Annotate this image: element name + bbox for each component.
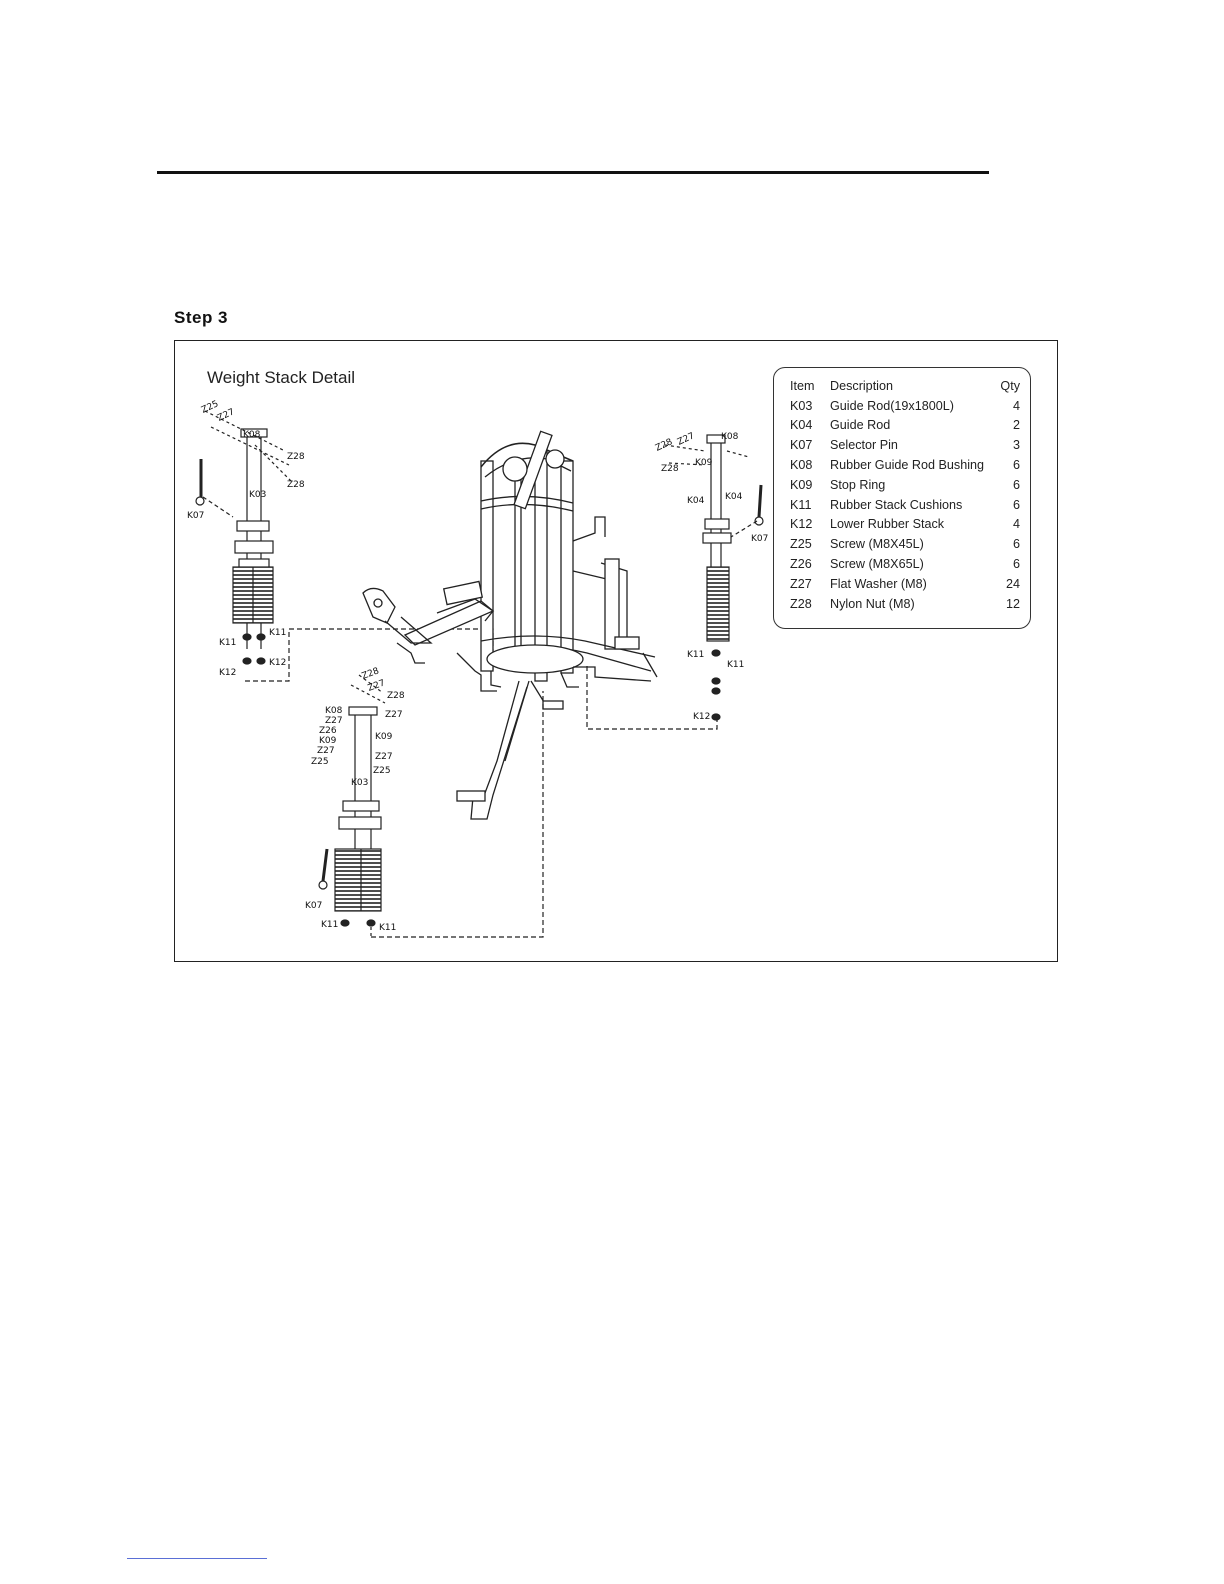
part-qty: 6	[1012, 458, 1020, 473]
footer-link-underline[interactable]	[127, 1558, 267, 1559]
label-z28-b: Z28	[287, 480, 305, 490]
label-k12-b: K12	[269, 658, 286, 668]
bottom-stack-leader	[371, 691, 544, 938]
part-item: Z27	[790, 576, 812, 591]
right-weight-stack	[664, 434, 764, 721]
left-weight-stack	[195, 410, 294, 665]
part-description: Lower Rubber Stack	[830, 517, 945, 532]
part-qty: 4	[1012, 517, 1020, 532]
label-k07-r: K07	[751, 534, 768, 544]
part-item: K09	[790, 477, 813, 492]
label-k08-r: K08	[721, 432, 739, 442]
part-description: Rubber Stack Cushions	[830, 497, 963, 512]
label-k09-bot: K09	[319, 736, 337, 746]
assembly-figure: Z25 Z27 K08 Z28 Z28 K03 K07 K11 K11 K12 …	[174, 340, 1058, 962]
table-row: K07 Selector Pin 3	[790, 435, 1020, 455]
parts-table-header: Item Description Qty	[790, 376, 1020, 396]
part-description: Selector Pin	[830, 438, 898, 453]
label-k07: K07	[187, 511, 204, 521]
part-description: Guide Rod	[830, 418, 891, 433]
machine-frame	[362, 430, 658, 820]
label-k03: K03	[249, 490, 266, 500]
label-k11-r-b: K11	[727, 660, 744, 670]
label-z27-bot-d: Z27	[317, 746, 335, 756]
label-k08: K08	[243, 430, 261, 440]
table-row: K04 Guide Rod 2	[790, 416, 1020, 436]
header-item: Item	[790, 378, 815, 393]
part-item: K08	[790, 458, 813, 473]
label-z27: Z27	[216, 407, 236, 424]
part-description: Nylon Nut (M8)	[830, 596, 915, 611]
label-z28-bot-b: Z28	[387, 691, 405, 701]
part-item: K11	[790, 497, 812, 512]
table-row: K03 Guide Rod(19x1800L) 4	[790, 396, 1020, 416]
table-row: K08 Rubber Guide Rod Bushing 6	[790, 455, 1020, 475]
label-k07-bot: K07	[305, 901, 322, 911]
part-qty: 6	[1012, 477, 1020, 492]
table-row: K12 Lower Rubber Stack 4	[790, 515, 1020, 535]
part-item: K12	[790, 517, 813, 532]
label-k11-r: K11	[687, 650, 704, 660]
part-qty: 6	[1012, 537, 1020, 552]
label-z28: Z28	[287, 452, 305, 462]
part-qty: 6	[1012, 557, 1020, 572]
label-z27-bot-b: Z27	[385, 710, 403, 720]
part-description: Guide Rod(19x1800L)	[830, 398, 954, 413]
part-qty: 12	[1005, 596, 1020, 611]
label-z25-bot-b: Z25	[373, 766, 391, 776]
label-k04-r: K04	[687, 496, 705, 506]
label-z27-bot-c: Z27	[325, 716, 343, 726]
label-k11-bot: K11	[321, 920, 338, 930]
step-title: Step 3	[174, 308, 229, 327]
label-z27-bot: Z27	[367, 678, 387, 693]
label-z27-r: Z27	[676, 431, 696, 448]
label-z27-bot-e: Z27	[375, 752, 393, 762]
label-k09-r: K09	[695, 458, 713, 468]
part-item: Z25	[790, 537, 812, 552]
part-description: Stop Ring	[830, 477, 886, 492]
parts-table: Item Description Qty K03 Guide Rod(19x180…	[773, 367, 1031, 629]
part-item: K04	[790, 418, 813, 433]
top-rule	[157, 171, 989, 174]
assembly-diagram: Z25 Z27 K08 Z28 Z28 K03 K07 K11 K11 K12 …	[187, 399, 768, 938]
part-description: Screw (M8X65L)	[830, 557, 924, 572]
label-k12-r: K12	[693, 712, 710, 722]
table-row: K09 Stop Ring 6	[790, 475, 1020, 495]
label-k03-bot: K03	[351, 778, 368, 788]
detail-title: Weight Stack Detail	[207, 368, 356, 387]
label-z26-bot: Z26	[319, 726, 337, 736]
label-z25-bot: Z25	[311, 757, 329, 767]
label-k11-b: K11	[269, 628, 286, 638]
label-k11: K11	[219, 638, 236, 648]
part-description: Screw (M8X45L)	[830, 537, 924, 552]
part-item: Z28	[790, 596, 812, 611]
label-k09-bot-b: K09	[375, 732, 393, 742]
label-k08-bot: K08	[325, 706, 343, 716]
part-item: K03	[790, 398, 813, 413]
table-row: Z27 Flat Washer (M8) 24	[790, 574, 1020, 594]
part-description: Flat Washer (M8)	[830, 576, 927, 591]
part-description: Rubber Guide Rod Bushing	[830, 458, 985, 473]
part-qty: 6	[1012, 497, 1020, 512]
bottom-weight-stack	[318, 674, 386, 927]
table-row: Z28 Nylon Nut (M8) 12	[790, 594, 1020, 614]
part-item: Z26	[790, 557, 812, 572]
label-z28-r-b: Z28	[661, 464, 679, 474]
label-k12: K12	[219, 668, 236, 678]
header-description: Description	[830, 378, 893, 393]
table-row: K11 Rubber Stack Cushions 6	[790, 495, 1020, 515]
part-qty: 4	[1012, 398, 1020, 413]
part-qty: 3	[1012, 438, 1020, 453]
part-qty: 2	[1012, 418, 1020, 433]
part-qty: 24	[1005, 576, 1020, 591]
part-item: K07	[790, 438, 813, 453]
header-qty: Qty	[1000, 378, 1020, 393]
label-k04-r-b: K04	[725, 492, 743, 502]
label-k11-bot-b: K11	[379, 923, 396, 933]
label-z28-r: Z28	[654, 437, 674, 454]
table-row: Z25 Screw (M8X45L) 6	[790, 534, 1020, 554]
table-row: Z26 Screw (M8X65L) 6	[790, 554, 1020, 574]
right-stack-leader	[586, 663, 718, 730]
